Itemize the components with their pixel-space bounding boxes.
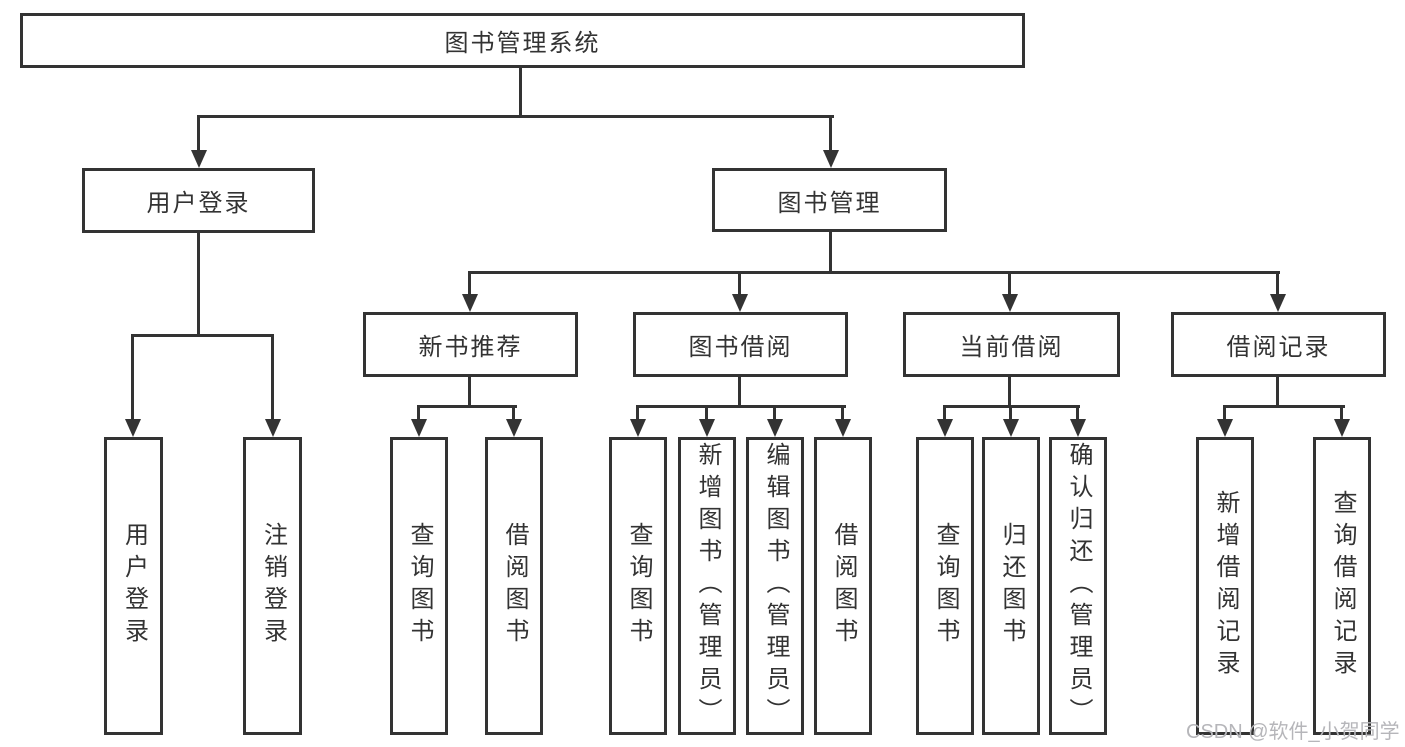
watermark: CSDN @软件_小贺同学	[1186, 721, 1400, 743]
node-book-manage: 图书管理	[712, 168, 947, 232]
leaf-newbook-query-label: 查询图书	[406, 522, 433, 650]
leaf-record-add: 新增借阅记录	[1196, 437, 1254, 735]
leaf-logout: 注销登录	[243, 437, 302, 735]
node-user-login-label: 用户登录	[146, 190, 251, 217]
leaf-record-query-label: 查询借阅记录	[1329, 490, 1356, 682]
connector-line	[1276, 377, 1279, 408]
connector-line	[519, 67, 522, 117]
node-book-borrow: 图书借阅	[633, 312, 848, 377]
leaf-borrow-edit-admin-label: 编辑图书（管理员）	[762, 442, 789, 730]
arrowhead-icon	[699, 419, 715, 437]
leaf-user-login-label: 用户登录	[120, 522, 148, 650]
connector-line	[1223, 405, 1345, 408]
connector-line	[468, 271, 1280, 274]
connector-line	[131, 334, 274, 337]
connector-line	[197, 115, 200, 152]
leaf-borrow-add-admin-label: 新增图书（管理员）	[694, 442, 721, 730]
leaf-newbook-query: 查询图书	[390, 437, 448, 735]
node-current-borrow: 当前借阅	[903, 312, 1120, 377]
arrowhead-icon	[835, 419, 851, 437]
node-new-book-recommend-label: 新书推荐	[418, 334, 523, 361]
connector-line	[468, 377, 471, 408]
arrowhead-icon	[1334, 419, 1350, 437]
leaf-logout-label: 注销登录	[259, 522, 287, 650]
leaf-borrow-edit-admin: 编辑图书（管理员）	[746, 437, 804, 735]
connector-line	[1223, 405, 1226, 421]
arrowhead-icon	[767, 419, 783, 437]
leaf-record-query: 查询借阅记录	[1313, 437, 1371, 735]
leaf-user-login: 用户登录	[104, 437, 163, 735]
connector-line	[271, 334, 274, 419]
leaf-current-confirm-admin: 确认归还（管理员）	[1049, 437, 1107, 735]
connector-line	[1008, 377, 1011, 408]
arrowhead-icon	[125, 419, 141, 437]
connector-line	[1009, 405, 1012, 421]
connector-line	[773, 405, 776, 421]
arrowhead-icon	[630, 419, 646, 437]
connector-line	[1008, 271, 1011, 296]
connector-line	[417, 405, 517, 408]
connector-line	[829, 232, 832, 274]
leaf-record-add-label: 新增借阅记录	[1212, 490, 1239, 682]
connector-line	[512, 405, 515, 421]
leaf-borrow-query-label: 查询图书	[625, 522, 652, 650]
arrowhead-icon	[1002, 294, 1018, 312]
leaf-borrow-query: 查询图书	[609, 437, 667, 735]
node-current-borrow-label: 当前借阅	[959, 334, 1064, 361]
arrowhead-icon	[191, 150, 207, 168]
arrowhead-icon	[1070, 419, 1086, 437]
connector-line	[705, 405, 708, 421]
connector-line	[197, 233, 200, 337]
connector-line	[636, 405, 846, 408]
arrowhead-icon	[462, 294, 478, 312]
leaf-current-return-label: 归还图书	[998, 522, 1025, 650]
leaf-current-confirm-admin-label: 确认归还（管理员）	[1065, 442, 1092, 730]
node-borrow-records: 借阅记录	[1171, 312, 1386, 377]
connector-line	[1340, 405, 1343, 421]
arrowhead-icon	[1003, 419, 1019, 437]
arrowhead-icon	[1217, 419, 1233, 437]
connector-line	[417, 405, 420, 421]
node-book-borrow-label: 图书借阅	[688, 334, 793, 361]
arrowhead-icon	[823, 150, 839, 168]
arrowhead-icon	[411, 419, 427, 437]
arrowhead-icon	[506, 419, 522, 437]
connector-line	[943, 405, 946, 421]
leaf-borrow-add-admin: 新增图书（管理员）	[678, 437, 736, 735]
connector-line	[636, 405, 639, 421]
arrowhead-icon	[937, 419, 953, 437]
leaf-current-return: 归还图书	[982, 437, 1040, 735]
leaf-current-query: 查询图书	[916, 437, 974, 735]
arrowhead-icon	[265, 419, 281, 437]
leaf-current-query-label: 查询图书	[932, 522, 959, 650]
leaf-borrow-borrow-label: 借阅图书	[830, 522, 857, 650]
connector-line	[738, 271, 741, 296]
arrowhead-icon	[732, 294, 748, 312]
node-book-manage-label: 图书管理	[777, 189, 882, 217]
leaf-borrow-borrow: 借阅图书	[814, 437, 872, 735]
connector-line	[468, 271, 471, 296]
connector-line	[197, 115, 834, 118]
node-new-book-recommend: 新书推荐	[363, 312, 578, 377]
node-borrow-records-label: 借阅记录	[1226, 334, 1331, 361]
connector-line	[131, 334, 134, 419]
node-user-login: 用户登录	[82, 168, 315, 233]
node-root: 图书管理系统	[20, 13, 1025, 68]
arrowhead-icon	[1270, 294, 1286, 312]
node-root-label: 图书管理系统	[444, 30, 601, 57]
connector-line	[738, 377, 741, 408]
leaf-newbook-borrow: 借阅图书	[485, 437, 543, 735]
connector-line	[1076, 405, 1079, 421]
connector-line	[1276, 271, 1279, 296]
connector-line	[829, 115, 832, 152]
connector-line	[841, 405, 844, 421]
leaf-newbook-borrow-label: 借阅图书	[501, 522, 528, 650]
